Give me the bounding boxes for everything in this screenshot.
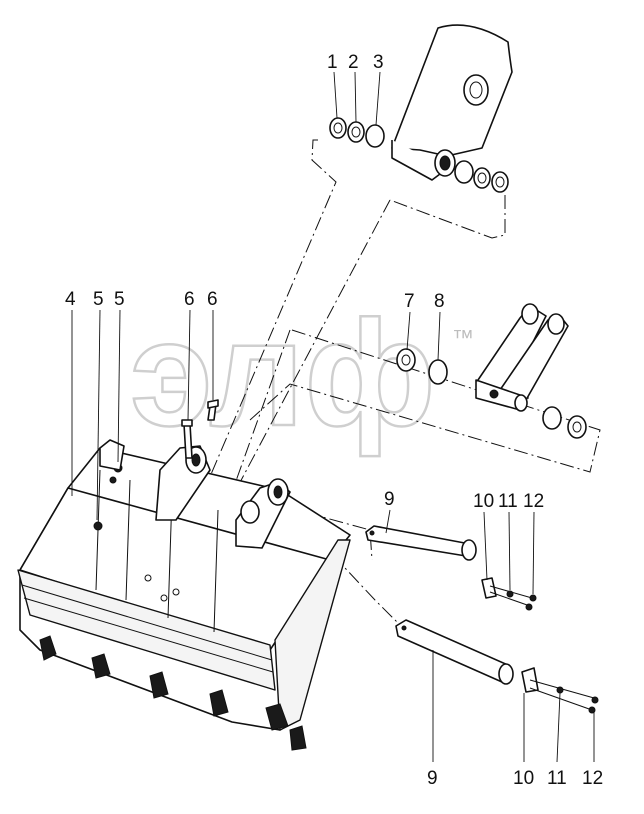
callout-12-lower: 12	[582, 768, 603, 789]
bucket-tooth	[209, 689, 229, 717]
boom-lower-bushing-bore	[439, 155, 451, 171]
washer-11-upper	[506, 590, 514, 598]
callout-11-lower: 11	[547, 768, 567, 789]
bucket-tooth	[265, 703, 289, 731]
bracket-left	[99, 439, 125, 471]
washer	[473, 167, 491, 189]
bucket-tooth	[289, 725, 307, 751]
bucket-grease-fitting	[93, 521, 103, 531]
callout-12-upper: 12	[523, 491, 544, 512]
bolt-6-left	[183, 423, 193, 459]
pin-9-lower-head	[498, 663, 514, 685]
washer-set-left	[329, 117, 385, 148]
seal-ring-8	[428, 359, 448, 385]
callout-labels: 1 2 3 4 5 5 6 6 7 8 9 9 10 11 12 10 11 1…	[65, 52, 603, 789]
callout-6b: 6	[207, 289, 218, 310]
h-link-tube-end	[514, 394, 528, 412]
assembly-line-2	[219, 199, 391, 521]
retainer-set-upper	[481, 577, 537, 611]
callout-9-upper: 9	[384, 489, 395, 510]
callout-5b: 5	[114, 289, 125, 310]
pin-9-upper-body	[365, 525, 471, 557]
watermark-trademark: ™	[452, 325, 474, 350]
washer-1	[329, 117, 347, 139]
callout-6a: 6	[184, 289, 195, 310]
retainer-plate-10-upper	[481, 577, 497, 599]
seal-ring-3	[365, 124, 385, 148]
seal-ring	[542, 406, 562, 430]
washer-set-middle	[396, 348, 587, 439]
callout-5a: 5	[93, 289, 104, 310]
washer	[491, 171, 509, 193]
bolts-6	[181, 399, 219, 459]
h-link-eye-1	[521, 303, 539, 325]
callout-1: 1	[327, 52, 338, 73]
watermark: элф ™	[129, 288, 474, 459]
washer-11-lower	[556, 686, 564, 694]
pin-9-upper-head	[461, 539, 477, 561]
h-link-grease-fitting	[489, 389, 499, 399]
h-link-eye-2	[547, 313, 565, 335]
pin-9-lower	[395, 619, 514, 685]
callout-9-lower: 9	[427, 768, 438, 789]
callout-3: 3	[373, 52, 384, 73]
retainer-set-lower	[521, 667, 599, 714]
bucket-tooth	[149, 671, 169, 699]
callout-10-upper: 10	[473, 491, 494, 512]
leader-lines	[71, 71, 595, 763]
pin-9-lower-body	[395, 619, 511, 683]
bucket-tooth	[39, 635, 57, 661]
assembly-line-3	[389, 195, 506, 239]
boom-arm	[391, 24, 513, 181]
bucket-tooth	[91, 653, 111, 679]
callout-10-lower: 10	[513, 768, 534, 789]
boom-upper-bushing-bore	[469, 81, 483, 99]
washer-7	[396, 348, 416, 372]
washer	[567, 415, 587, 439]
callout-8: 8	[434, 291, 445, 312]
pin-9-upper	[365, 525, 477, 561]
bucket-cutting-edge	[17, 569, 276, 691]
washer-set-right	[454, 160, 509, 193]
callout-2: 2	[348, 52, 359, 73]
washer-2	[347, 121, 365, 143]
seal-ring	[454, 160, 474, 184]
callout-4: 4	[65, 289, 76, 310]
callout-7: 7	[404, 291, 415, 312]
boom-arm-body	[391, 24, 513, 157]
bucket-brackets	[99, 439, 291, 549]
assembly-line-5	[249, 329, 601, 473]
h-link	[475, 303, 569, 412]
watermark-logo: элф	[130, 289, 436, 457]
callout-11-upper: 11	[498, 491, 518, 512]
boom-upper-bushing	[463, 74, 489, 106]
assembly-line-1	[199, 139, 337, 501]
